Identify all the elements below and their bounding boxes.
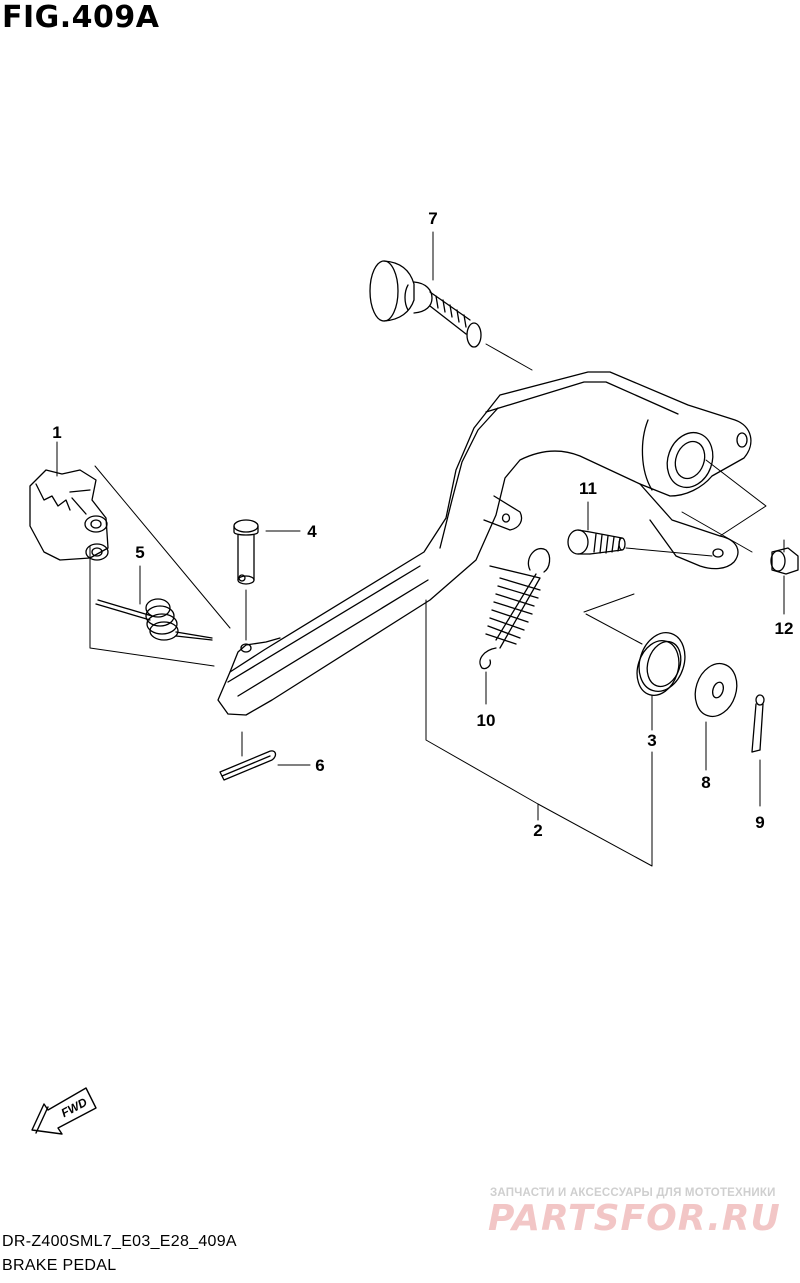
watermark-logo: PARTSFOR.RU xyxy=(488,1198,781,1239)
brake-pedal-arm-part-2 xyxy=(217,371,752,716)
pivot-bolt-part-7 xyxy=(369,260,482,348)
callout-12: 12 xyxy=(775,619,794,638)
callout-9: 9 xyxy=(755,813,764,832)
leader-lines xyxy=(56,231,785,867)
return-spring-part-10 xyxy=(479,547,551,670)
cotter-pin-part-9 xyxy=(751,694,765,753)
callout-1: 1 xyxy=(52,423,61,442)
torsion-spring-part-5 xyxy=(95,598,213,641)
page-name: BRAKE PEDAL xyxy=(2,1257,117,1274)
clevis-bolt-part-11 xyxy=(567,529,626,555)
callout-2: 2 xyxy=(533,821,542,840)
callout-5: 5 xyxy=(135,543,144,562)
callout-4: 4 xyxy=(307,522,317,541)
cotter-pin-part-6 xyxy=(219,750,277,781)
seal-part-3 xyxy=(636,632,686,696)
callout-10: 10 xyxy=(477,711,496,730)
clevis-pin-part-4 xyxy=(233,519,259,585)
nut-part-12 xyxy=(770,547,799,575)
figure-title: FIG.409A xyxy=(2,0,160,35)
fwd-label: FWD xyxy=(59,1095,90,1120)
model-code: DR-Z400SML7_E03_E28_409A xyxy=(2,1233,237,1250)
watermark-tagline: ЗАПЧАСТИ И АКСЕССУАРЫ ДЛЯ МОТОТЕХНИКИ xyxy=(490,1187,776,1199)
callout-8: 8 xyxy=(701,773,710,792)
washer-part-8 xyxy=(694,662,738,718)
fwd-arrow-icon xyxy=(31,1087,97,1135)
callout-6: 6 xyxy=(315,756,324,775)
callout-7: 7 xyxy=(428,209,437,228)
pedal-tip-plate-part-1 xyxy=(29,469,109,561)
callout-11: 11 xyxy=(579,479,597,498)
callout-3: 3 xyxy=(647,731,656,750)
